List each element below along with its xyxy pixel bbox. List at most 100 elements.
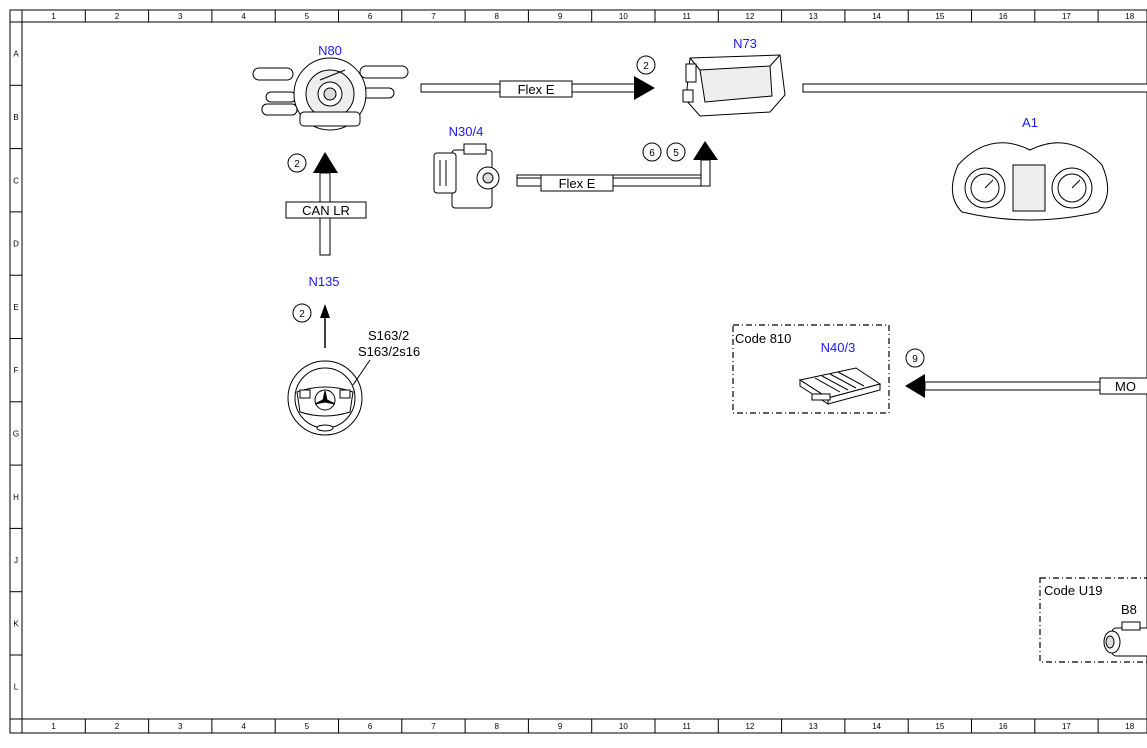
row-index-A: A [13, 50, 19, 59]
row-index-J: J [14, 556, 18, 565]
svg-text:5: 5 [673, 148, 679, 159]
flex-e-mid-arrowhead [693, 141, 718, 160]
frame-border [9, 9, 1147, 734]
svg-text:6: 6 [649, 148, 655, 159]
column-index-bottom-18: 18 [1125, 722, 1134, 731]
n80-steering-column-module-icon [252, 57, 409, 131]
n73-label: N73 [733, 36, 757, 51]
column-index-bottom-10: 10 [619, 722, 628, 731]
column-index-bottom-14: 14 [872, 722, 881, 731]
row-index-L: L [14, 683, 19, 692]
a1-label: A1 [1022, 115, 1038, 130]
column-index-top-9: 9 [558, 12, 563, 21]
s163-2s16-label: S163/2s16 [358, 344, 420, 359]
row-index-E: E [13, 303, 18, 312]
circled-number-n135: 2 [292, 303, 312, 323]
column-index-bottom-13: 13 [809, 722, 818, 731]
column-index-top-17: 17 [1062, 12, 1071, 21]
circled-number-n30-5: 5 [666, 142, 686, 162]
svg-text:2: 2 [643, 61, 649, 72]
column-index-top-10: 10 [619, 12, 628, 21]
s163-2-label: S163/2 [368, 328, 409, 343]
row-index-left: A B C D E F G H J K L [10, 50, 22, 692]
column-index-bottom-1: 1 [51, 722, 56, 731]
n40-3-label: N40/3 [821, 340, 856, 355]
circled-number-n40-9: 9 [905, 348, 925, 368]
column-index-top-8: 8 [495, 12, 500, 21]
flex-e-mid-label: Flex E [559, 176, 596, 191]
row-index-F: F [14, 366, 19, 375]
column-index-top-12: 12 [745, 12, 754, 21]
column-index-bottom-5: 5 [305, 722, 310, 731]
n135-label: N135 [308, 274, 339, 289]
column-index-top-6: 6 [368, 12, 373, 21]
n80-label: N80 [318, 43, 342, 58]
column-index-top-16: 16 [999, 12, 1008, 21]
n30-4-esp-unit-icon [433, 143, 500, 209]
svg-text:2: 2 [299, 309, 305, 320]
column-index-bottom-2: 2 [115, 722, 120, 731]
n40-3-sound-amplifier-icon [798, 367, 882, 405]
circled-number-can-lr: 2 [287, 153, 307, 173]
column-index-bottom-15: 15 [935, 722, 944, 731]
row-index-D: D [13, 240, 19, 249]
column-index-top-11: 11 [682, 12, 691, 21]
column-index-bottom-6: 6 [368, 722, 373, 731]
column-index-bottom-11: 11 [682, 722, 691, 731]
column-index-top-4: 4 [241, 12, 246, 21]
column-index-top-2: 2 [115, 12, 120, 21]
column-index-top-18: 18 [1125, 12, 1134, 21]
code-u19-box [1039, 577, 1147, 663]
svg-text:2: 2 [294, 159, 300, 170]
row-index-B: B [13, 113, 18, 122]
s163-leader-line [352, 359, 371, 386]
column-index-bottom-9: 9 [558, 722, 563, 731]
n135-up-arrow [320, 304, 330, 348]
column-index-top-13: 13 [809, 12, 818, 21]
code-810-label: Code 810 [735, 331, 791, 346]
column-index-bottom-4: 4 [241, 722, 246, 731]
circled-number-n30-6: 6 [642, 142, 662, 162]
row-index-H: H [13, 493, 19, 502]
svg-text:9: 9 [912, 354, 918, 365]
column-index-bottom-8: 8 [495, 722, 500, 731]
column-index-bottom-17: 17 [1062, 722, 1071, 731]
flex-e-top-arrowhead [634, 76, 655, 100]
most-bus [905, 374, 1147, 398]
flex-e-bus-top [420, 76, 655, 100]
can-lr-label: CAN LR [302, 203, 350, 218]
n73-control-unit-icon [682, 54, 786, 117]
code-u19-label: Code U19 [1044, 583, 1103, 598]
column-index-bottom-16: 16 [999, 722, 1008, 731]
row-index-K: K [13, 619, 19, 628]
n30-4-label: N30/4 [449, 124, 484, 139]
column-index-top-14: 14 [872, 12, 881, 21]
most-arrowhead [905, 374, 925, 398]
circled-number-n73-in: 2 [636, 55, 656, 75]
b8-label: B8 [1121, 602, 1137, 617]
n73-outgoing-bus [802, 83, 1147, 93]
flex-e-top-label: Flex E [518, 82, 555, 97]
row-index-C: C [13, 176, 19, 185]
column-index-bottom-7: 7 [431, 722, 436, 731]
most-bus-label: MO [1115, 379, 1136, 394]
code-810-box [732, 324, 890, 414]
a1-instrument-cluster-icon [951, 142, 1109, 221]
steering-wheel-icon [287, 360, 363, 436]
row-index-G: G [13, 429, 19, 438]
column-index-bottom-3: 3 [178, 722, 183, 731]
can-lr-bus [285, 152, 367, 256]
can-lr-arrowhead [313, 152, 338, 173]
column-index-top-5: 5 [305, 12, 310, 21]
b8-camera-icon [1103, 621, 1147, 657]
column-index-bottom-12: 12 [745, 722, 754, 731]
column-index-top-3: 3 [178, 12, 183, 21]
column-index-top-15: 15 [935, 12, 944, 21]
flex-e-bus-mid [516, 141, 718, 192]
column-index-top-1: 1 [51, 12, 56, 21]
column-index-top-7: 7 [431, 12, 436, 21]
